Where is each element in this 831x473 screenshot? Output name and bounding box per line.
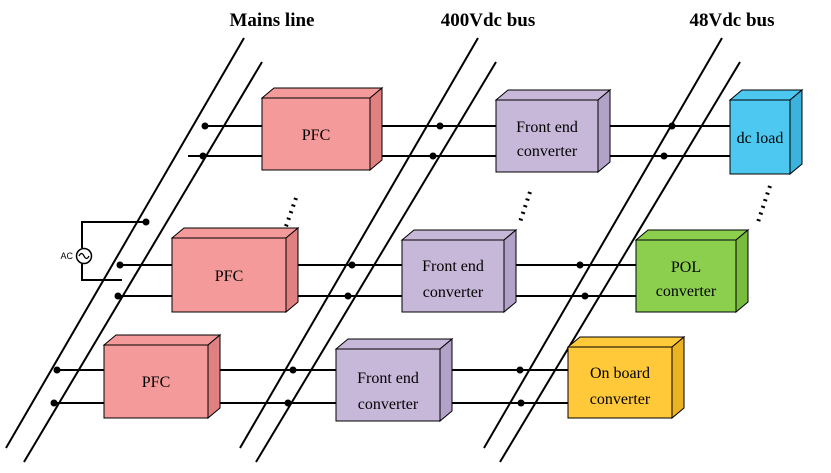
front-end-converter-block-row2: Front end converter [400,228,518,314]
junction-dots [50,122,676,407]
mains-line-rail-1 [5,37,245,449]
pfc-label: PFC [142,374,170,391]
pfc-label: PFC [302,127,330,144]
front-end-converter-block-row3: Front end converter [334,337,454,423]
bus-lines [5,37,741,463]
mains-line-rail-2 [23,61,263,463]
pfc-block-row3: PFC [102,333,222,420]
continuation-dots [282,185,772,233]
front-end-converter-block-row1: Front end converter [494,88,612,174]
bus-400vdc-header: 400Vdc bus [441,10,536,31]
ac-source-label: AC [60,251,73,261]
converter-label: converter [423,284,484,301]
front-end-label: Front end [422,258,484,275]
ac-source: AC [60,247,93,265]
on-board-label: On board [590,365,650,382]
mains-line-header: Mains line [230,10,315,31]
bus-400vdc-rail-1 [239,37,479,449]
converter-label: converter [358,396,419,413]
on-board-converter-block: On board converter [566,335,686,420]
dc-load-block: dc load [728,88,804,176]
on-board-converter-label: converter [590,391,651,408]
pfc-block-row2: PFC [170,226,300,314]
pol-label: POL [671,259,701,276]
front-end-label: Front end [357,370,419,387]
pfc-block-row1: PFC [260,86,384,172]
pol-converter-block: POL converter [634,228,750,314]
bus-48vdc-header: 48Vdc bus [690,10,775,31]
pfc-label: PFC [215,268,243,285]
bus-400vdc-rail-2 [255,61,497,463]
bus-48vdc-rail-1 [483,37,723,449]
front-end-label: Front end [516,119,578,136]
dc-load-label: dc load [737,130,784,147]
pol-converter-label: converter [656,283,717,300]
bus-48vdc-rail-2 [499,61,741,463]
converter-label: converter [517,143,578,160]
